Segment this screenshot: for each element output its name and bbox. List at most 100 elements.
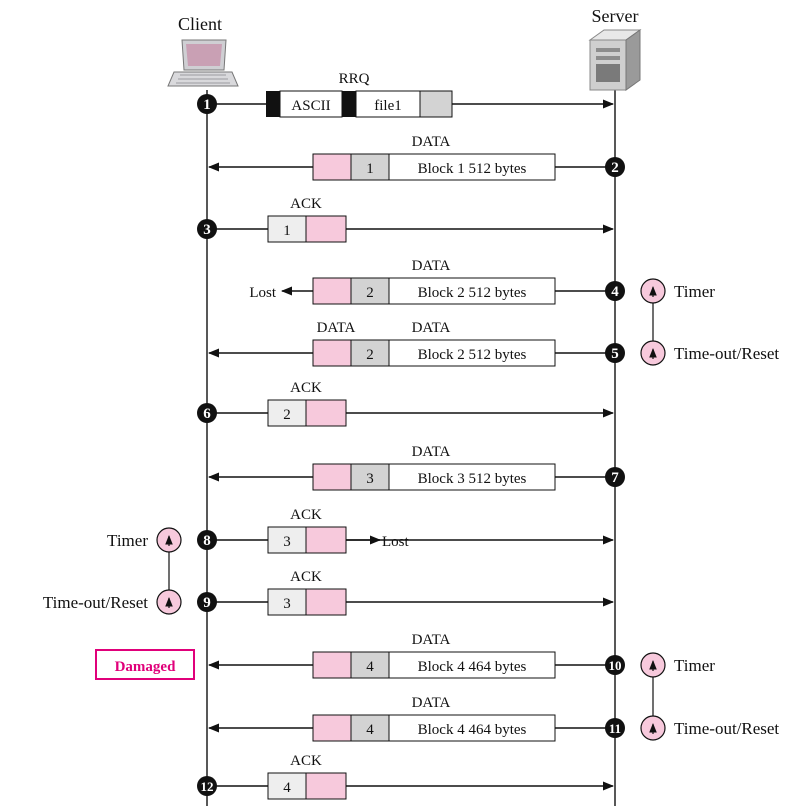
step-badge: 4 — [605, 281, 625, 301]
step-number: 5 — [611, 346, 619, 362]
client-label: Client — [178, 14, 222, 34]
message-title: DATA — [412, 632, 451, 648]
timer-start-icon — [641, 279, 665, 303]
message-5: 2 Block 2 512 bytes DATA DATA 5 — [209, 320, 625, 366]
message-title: RRQ — [339, 71, 370, 87]
ack-opcode-field — [306, 527, 346, 553]
step-number: 10 — [609, 658, 622, 673]
message-title: DATA — [412, 444, 451, 460]
message-title: DATA — [412, 695, 451, 711]
step-badge: 3 — [197, 219, 217, 239]
lost-label: Lost — [249, 285, 277, 301]
laptop-icon — [168, 40, 238, 86]
damaged-label: Damaged — [115, 659, 176, 675]
message-6: 2 ACK 6 — [197, 380, 613, 426]
data-block-number: 2 — [366, 285, 374, 301]
message-4: 2 Block 2 512 bytes DATA Lost 4 — [249, 258, 625, 304]
message-title: DATA — [412, 258, 451, 274]
timer-start-icon — [157, 528, 181, 552]
ack-opcode-field — [306, 216, 346, 242]
timer-start-label: Timer — [674, 282, 715, 301]
data-payload-text: Block 2 512 bytes — [418, 347, 527, 363]
step-badge: 11 — [605, 718, 625, 738]
data-block-number: 2 — [366, 347, 374, 363]
timer-start-label: Timer — [107, 531, 148, 550]
message-7: 3 Block 3 512 bytes DATA 7 — [209, 444, 625, 490]
rrq-mode-text: ASCII — [291, 98, 330, 114]
message-3: 1 ACK 3 — [197, 196, 613, 242]
ack-opcode-field — [306, 773, 346, 799]
data-opcode-field — [313, 154, 351, 180]
step-number: 4 — [611, 284, 619, 300]
data-payload-text: Block 3 512 bytes — [418, 471, 527, 487]
message-title: ACK — [290, 753, 322, 769]
timer-end-icon — [641, 716, 665, 740]
step-badge: 2 — [605, 157, 625, 177]
rrq-tail-field — [420, 91, 452, 117]
data-opcode-field — [313, 715, 351, 741]
timer-end-label: Time-out/Reset — [674, 344, 779, 363]
step-badge: 6 — [197, 403, 217, 423]
timer-end-icon — [641, 341, 665, 365]
data-block-number: 1 — [366, 161, 374, 177]
message-12: 4 ACK 12 — [197, 753, 613, 799]
step-badge: 8 — [197, 530, 217, 550]
server-icon — [590, 30, 640, 90]
step-badge: 1 — [197, 94, 217, 114]
data-block-number: 3 — [366, 471, 374, 487]
data-payload-text: Block 1 512 bytes — [418, 161, 527, 177]
data-block-number: 4 — [366, 659, 374, 675]
timer-end-label: Time-out/Reset — [674, 719, 779, 738]
data-block-number: 4 — [366, 722, 374, 738]
rrq-separator — [342, 91, 356, 117]
timer-end-label: Time-out/Reset — [43, 593, 148, 612]
message-title: ACK — [290, 380, 322, 396]
timer-end-icon — [157, 590, 181, 614]
server-label: Server — [592, 6, 639, 26]
step-number: 1 — [203, 97, 211, 113]
step-badge: 5 — [605, 343, 625, 363]
timer-group: TimerTime-out/Reset — [641, 279, 779, 365]
lost-label: Lost — [382, 534, 410, 550]
step-badge: 12 — [197, 776, 217, 796]
data-payload-text: Block 4 464 bytes — [418, 722, 527, 738]
message-title: ACK — [290, 569, 322, 585]
message-8: 3 ACK Lost 8 — [197, 507, 613, 553]
message-title: DATA — [412, 320, 451, 336]
step-number: 6 — [203, 406, 211, 422]
message-title: DATA — [412, 134, 451, 150]
message-9: 3 ACK 9 — [197, 569, 613, 615]
ack-block-number: 1 — [283, 223, 291, 239]
ack-opcode-field — [306, 589, 346, 615]
step-badge: 7 — [605, 467, 625, 487]
step-number: 9 — [203, 595, 211, 611]
ack-block-number: 3 — [283, 596, 291, 612]
timer-start-icon — [641, 653, 665, 677]
data-opcode-field — [313, 652, 351, 678]
ack-opcode-field — [306, 400, 346, 426]
rrq-filename-text: file1 — [374, 98, 402, 114]
data-payload-text: Block 4 464 bytes — [418, 659, 527, 675]
rrq-opcode-field — [266, 91, 280, 117]
message-10: 4 Block 4 464 bytes DATA Damaged 10 — [96, 632, 625, 679]
step-number: 3 — [203, 222, 211, 238]
ack-block-number: 2 — [283, 407, 291, 423]
step-number: 12 — [201, 779, 214, 794]
message-title: ACK — [290, 507, 322, 523]
message-title: ACK — [290, 196, 322, 212]
data-payload-text: Block 2 512 bytes — [418, 285, 527, 301]
step-badge: 10 — [605, 655, 625, 675]
message-11: 4 Block 4 464 bytes DATA 11 — [209, 695, 625, 741]
message-extra-title: DATA — [317, 320, 356, 336]
step-number: 8 — [203, 533, 211, 549]
data-opcode-field — [313, 464, 351, 490]
ack-block-number: 3 — [283, 534, 291, 550]
message-2: 1 Block 1 512 bytes DATA 2 — [209, 134, 625, 180]
step-number: 2 — [611, 160, 619, 176]
ack-block-number: 4 — [283, 780, 291, 796]
step-number: 11 — [609, 721, 621, 736]
